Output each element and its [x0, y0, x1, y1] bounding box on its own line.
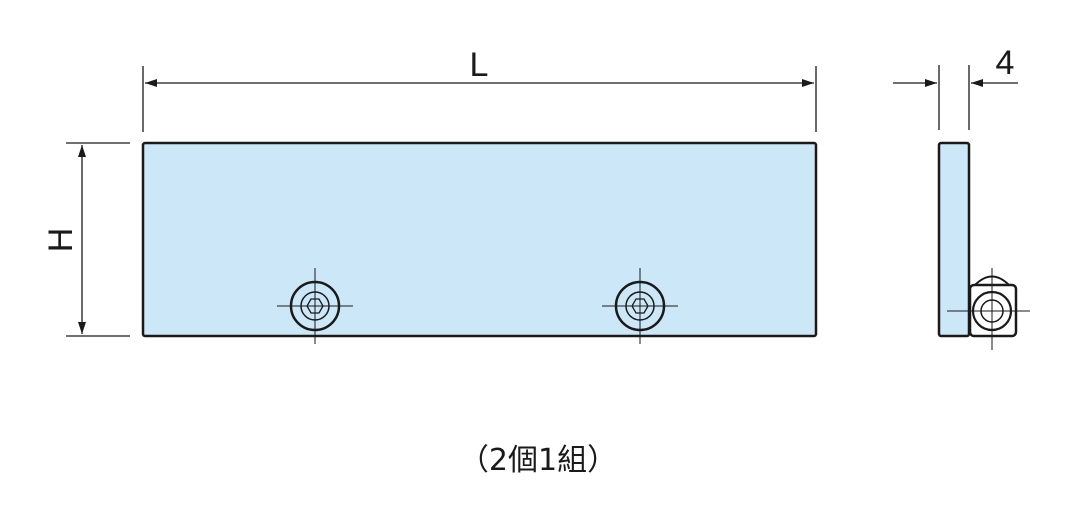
bolt-hole-right — [602, 268, 678, 344]
width-dimension — [142, 66, 817, 132]
height-dimension — [66, 142, 130, 337]
thickness-label: 4 — [996, 44, 1015, 82]
jaw-plate-side — [937, 141, 971, 338]
front-view: L H — [42, 46, 818, 344]
caption: （2個1組） — [459, 443, 617, 478]
height-label: H — [42, 228, 80, 253]
jaw-plate-front — [141, 141, 818, 338]
width-label: L — [470, 46, 489, 84]
bolt-side — [947, 268, 1030, 350]
thickness-dimension — [893, 65, 1018, 130]
side-view: 4 — [893, 44, 1030, 350]
bolt-hole-left — [277, 268, 353, 344]
